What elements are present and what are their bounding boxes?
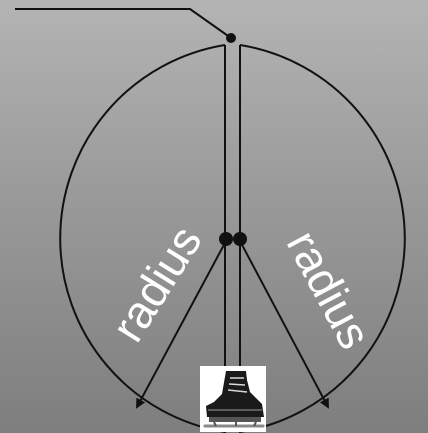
left-radius-label: radius	[101, 217, 211, 351]
ice-skate-icon	[200, 366, 266, 432]
center-dot-right	[233, 232, 247, 246]
leader-line	[15, 9, 231, 38]
leader-dot	[226, 33, 236, 43]
center-dot-left	[219, 232, 233, 246]
right-radius-label: radius	[277, 222, 382, 357]
